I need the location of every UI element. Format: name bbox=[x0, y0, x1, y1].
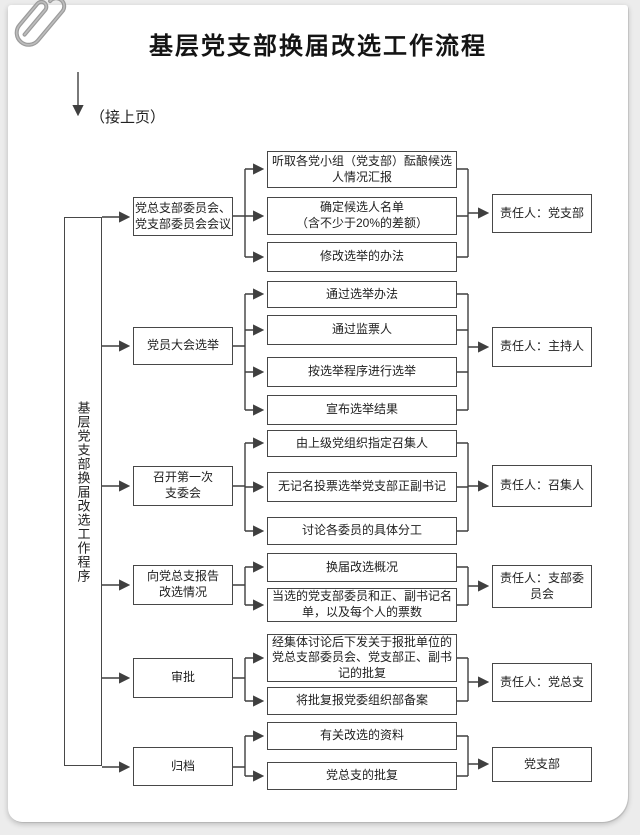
stage-box-member-assembly: 党员大会选举 bbox=[133, 327, 233, 365]
task-box: 通过监票人 bbox=[267, 315, 457, 345]
task-box: 当选的党支部委员和正、副书记名单，以及每个人的票数 bbox=[267, 588, 457, 622]
task-box: 按选举程序进行选举 bbox=[267, 357, 457, 387]
responsible-box: 责任人：召集人 bbox=[492, 465, 592, 507]
responsible-box: 责任人：党总支 bbox=[492, 663, 592, 702]
side-label-box: 基层党支部换届改选工作程序 bbox=[64, 217, 102, 766]
task-box: 宣布选举结果 bbox=[267, 395, 457, 425]
task-box: 讨论各委员的具体分工 bbox=[267, 517, 457, 545]
stage-box-approval: 审批 bbox=[133, 658, 233, 698]
task-box: 换届改选概况 bbox=[267, 553, 457, 582]
stage-box-first-committee: 召开第一次 支委会 bbox=[133, 466, 233, 506]
stage-box-committee-meeting: 党总支部委员会、 党支部委员会会议 bbox=[133, 197, 233, 236]
task-box: 无记名投票选举党支部正副书记 bbox=[267, 472, 457, 502]
stage-box-report: 向党总支报告 改选情况 bbox=[133, 565, 233, 605]
task-box: 确定候选人名单 （含不少于20%的差额） bbox=[267, 197, 457, 235]
task-box: 通过选举办法 bbox=[267, 281, 457, 308]
page-title: 基层党支部换届改选工作流程 bbox=[149, 34, 487, 60]
task-box: 修改选举的办法 bbox=[267, 242, 457, 272]
continuation-note: （接上页） bbox=[90, 109, 166, 126]
responsible-box: 责任人：主持人 bbox=[492, 327, 592, 367]
paperclip-icon bbox=[14, 0, 67, 47]
task-box: 将批复报党委组织部备案 bbox=[267, 687, 457, 715]
task-box: 经集体讨论后下发关于报批单位的党总支部委员会、党支部正、副书记的批复 bbox=[267, 634, 457, 682]
stage-box-archive: 归档 bbox=[133, 747, 233, 786]
responsible-box: 党支部 bbox=[492, 747, 592, 782]
responsible-box: 责任人：支部委员会 bbox=[492, 565, 592, 608]
responsible-box: 责任人：党支部 bbox=[492, 194, 592, 233]
task-box: 党总支的批复 bbox=[267, 762, 457, 790]
task-box: 有关改选的资料 bbox=[267, 722, 457, 750]
task-box: 听取各党小组（党支部）酝酿候选人情况汇报 bbox=[267, 151, 457, 188]
task-box: 由上级党组织指定召集人 bbox=[267, 430, 457, 457]
